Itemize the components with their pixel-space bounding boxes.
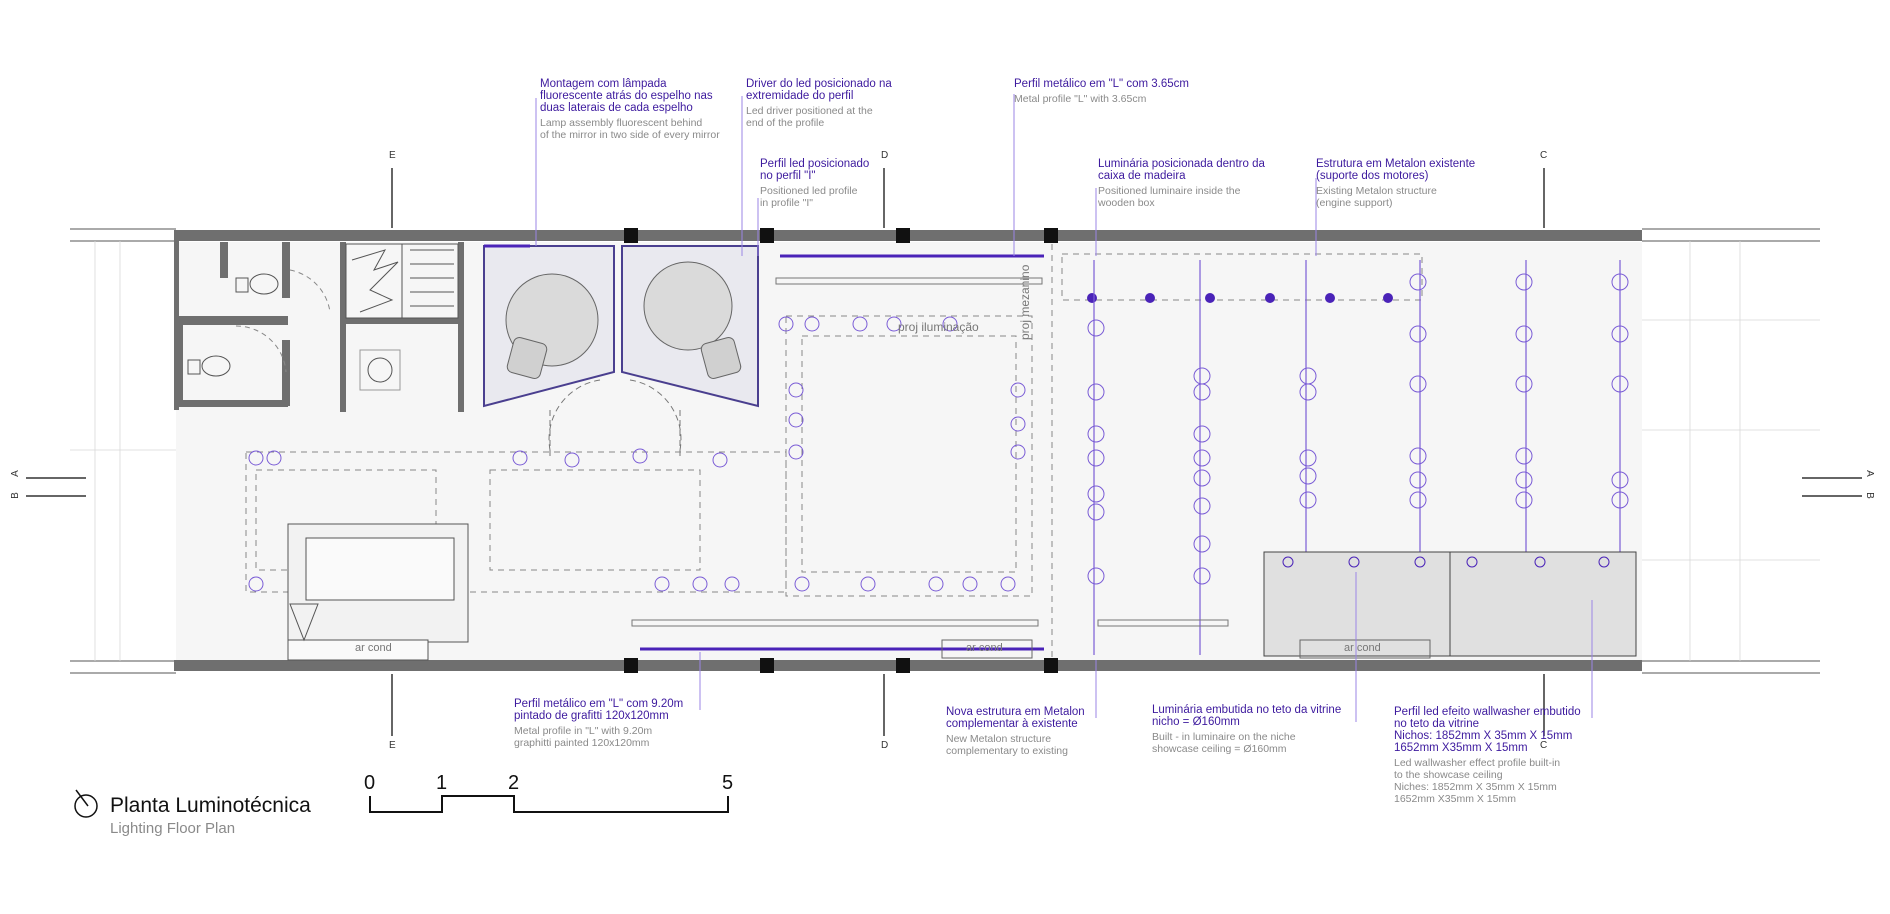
section-a-left: A — [9, 470, 21, 477]
section-d-bottom: D — [881, 740, 889, 751]
section-c-bottom: C — [1540, 740, 1548, 751]
plan-subtitle: Lighting Floor Plan — [110, 820, 236, 837]
label-ar-cond-3: ar cond — [1344, 642, 1381, 654]
note-pt: Perfil metálico em "L" com 3.65cm — [1014, 78, 1189, 90]
note-mirror-lamp: Montagem com lâmpada fluorescente atrás … — [540, 78, 740, 141]
compass-icon — [74, 789, 98, 818]
note-pt: Montagem com lâmpada fluorescente atrás … — [540, 78, 713, 114]
note-pt: Luminária embutida no teto da vitrine ni… — [1152, 704, 1342, 728]
note-en: Led wallwasher effect profile built-in t… — [1394, 757, 1561, 805]
note-en: Built - in luminaire on the niche showca… — [1152, 731, 1296, 755]
counter — [287, 523, 469, 661]
ar-cond-units — [941, 639, 1431, 659]
leader-lines — [535, 94, 1593, 722]
scale-tick-2: 2 — [508, 772, 520, 794]
site-grid — [70, 241, 1820, 661]
section-marker-lines — [26, 168, 1862, 736]
note-wallwasher: Perfil led efeito wallwasher embutido no… — [1394, 706, 1624, 805]
note-niche-luminaire: Luminária embutida no teto da vitrine ni… — [1152, 704, 1372, 755]
note-en: Lamp assembly fluorescent behind of the … — [540, 117, 720, 141]
plan-title: Planta Luminotécnica — [110, 794, 311, 817]
scale-tick-5: 5 — [722, 772, 734, 794]
section-e-bottom: E — [389, 740, 396, 751]
staircase — [345, 243, 459, 319]
section-c-top: C — [1540, 150, 1548, 161]
label-proj-iluminacao: proj iluminação — [898, 320, 979, 334]
note-pt: Driver do led posicionado na extremidade… — [746, 78, 892, 102]
note-en: New Metalon structure complementary to e… — [946, 733, 1068, 757]
note-pt: Nova estrutura em Metalon complementar à… — [946, 706, 1085, 730]
label-proj-mezanino: proj mezanino — [1018, 264, 1032, 340]
section-a-right: A — [1863, 470, 1875, 477]
clothing-racks — [631, 277, 1229, 627]
showcase-downlights — [1282, 556, 1610, 568]
note-en: Led driver positioned at the end of the … — [746, 105, 873, 129]
site-lines — [70, 228, 1820, 674]
note-metalon-new: Nova estrutura em Metalon complementar à… — [946, 706, 1126, 757]
section-e-top: E — [389, 150, 396, 161]
note-led-driver: Driver do led posicionado na extremidade… — [746, 78, 926, 129]
note-en: Positioned luminaire inside the wooden b… — [1098, 185, 1241, 209]
note-metal-profile-365: Perfil metálico em "L" com 3.65cm Metal … — [1014, 78, 1234, 105]
scale-tick-0: 0 — [364, 772, 376, 794]
note-pt: Perfil led posicionado no perfil "I" — [760, 158, 870, 182]
section-b-left: B — [9, 492, 21, 499]
restrooms — [176, 242, 464, 412]
note-en: Positioned led profile in profile "I" — [760, 185, 858, 209]
label-ar-cond-2: ar cond — [966, 642, 1003, 654]
note-en: Metal profile in "L" with 9.20m graphitt… — [514, 725, 653, 749]
scale-bar — [369, 795, 729, 813]
note-en: Existing Metalon structure (engine suppo… — [1316, 185, 1437, 209]
note-led-profile-i: Perfil led posicionado no perfil "I" Pos… — [760, 158, 910, 209]
label-ar-cond-1: ar cond — [355, 642, 392, 654]
note-luminaire-box: Luminária posicionada dentro da caixa de… — [1098, 158, 1298, 209]
showcases — [1263, 551, 1637, 657]
note-metalon-existing: Estrutura em Metalon existente (suporte … — [1316, 158, 1516, 209]
fitting-rooms — [483, 245, 759, 460]
note-pt: Perfil metálico em "L" com 9.20m pintado… — [514, 698, 684, 722]
ceiling-projections — [245, 244, 1423, 658]
wooden-box-luminaires — [1087, 293, 1393, 303]
columns — [624, 228, 1058, 673]
note-pt: Luminária posicionada dentro da caixa de… — [1098, 158, 1265, 182]
note-pt: Perfil led efeito wallwasher embutido no… — [1394, 706, 1581, 754]
scale-tick-1: 1 — [436, 772, 448, 794]
note-en: Metal profile "L" with 3.65cm — [1014, 93, 1147, 105]
section-d-top: D — [881, 150, 889, 161]
section-b-right: B — [1863, 492, 1875, 499]
note-metal-profile-920: Perfil metálico em "L" com 9.20m pintado… — [514, 698, 714, 749]
note-pt: Estrutura em Metalon existente (suporte … — [1316, 158, 1476, 182]
